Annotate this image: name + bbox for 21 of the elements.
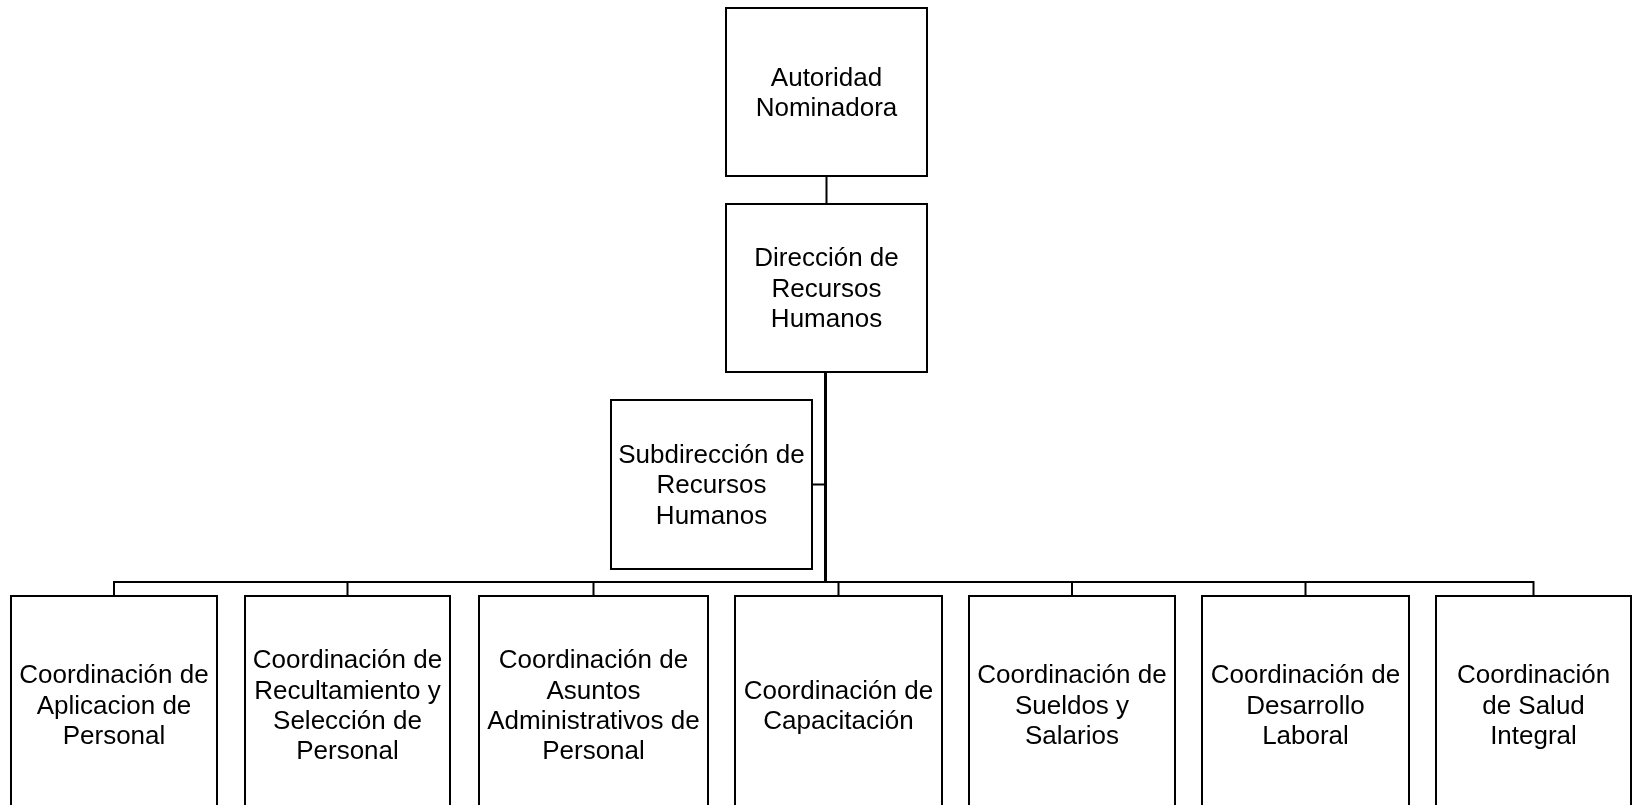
box-label: Coordinación de Salud Integral xyxy=(1455,659,1612,751)
org-box xyxy=(10,595,218,805)
org-box xyxy=(244,595,451,805)
org-box xyxy=(478,595,709,805)
org-box xyxy=(734,595,943,805)
box-label: Subdirección de Recursos Humanos xyxy=(617,438,806,531)
box-label: Coordinación de Aplicacion de Personal xyxy=(18,659,210,751)
org-box xyxy=(725,7,928,177)
org-box xyxy=(1435,595,1632,805)
box-label: Dirección de Recursos Humanos xyxy=(753,242,900,334)
org-box xyxy=(725,203,928,373)
box-label: Coordinación de Capacitación xyxy=(742,674,935,736)
org-box xyxy=(1201,595,1410,805)
box-label: Coordinación de Sueldos y Salarios xyxy=(976,659,1168,751)
org-box xyxy=(968,595,1176,805)
box-label: Autoridad Nominadora xyxy=(754,61,899,123)
connector-line xyxy=(825,176,828,204)
box-label: Coordinación de Asuntos Administrativos de Personal xyxy=(486,644,701,766)
box-label: Coordinación de Desarrollo Laboral xyxy=(1209,659,1402,751)
box-label: Coordinación de Recultamiento y Selección de Personal xyxy=(251,644,444,766)
org-box xyxy=(610,399,813,570)
